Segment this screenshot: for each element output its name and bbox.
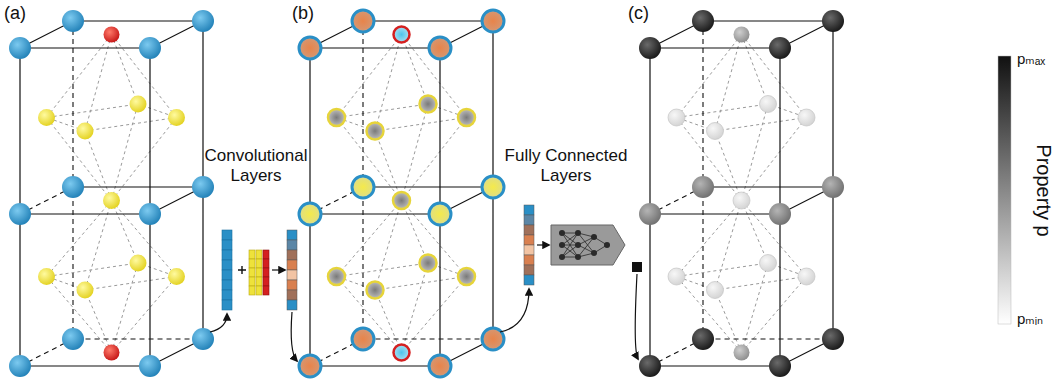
drawing-part <box>222 260 232 270</box>
drawing-part <box>604 242 610 248</box>
scale-label: pₘᵢₙ <box>1017 310 1043 327</box>
drawing-part <box>524 225 534 235</box>
drawing-part <box>287 260 297 270</box>
drawing-part <box>222 230 232 240</box>
drawing-part <box>524 215 534 225</box>
drawing-part <box>249 250 262 295</box>
drawing-part <box>559 230 565 236</box>
drawing-part <box>263 268 269 277</box>
drawing-part <box>591 234 597 240</box>
drawing-part <box>256 268 262 277</box>
drawing-part <box>263 286 269 295</box>
drawing-part <box>256 277 262 286</box>
drawing-part <box>524 275 534 285</box>
drawing-part <box>575 230 581 236</box>
neighbor-vectors <box>249 250 269 295</box>
drawing-part <box>222 240 232 250</box>
drawing-part <box>524 205 534 215</box>
flow-arrow <box>537 244 549 245</box>
drawing-part <box>575 254 581 260</box>
drawing-part <box>287 270 297 280</box>
axis-title: Property p <box>1031 144 1054 236</box>
drawing-part <box>575 242 581 248</box>
scale-label: pₘₐₓ <box>1017 50 1045 67</box>
drawing-part <box>559 254 565 260</box>
pooled-vector <box>524 205 534 285</box>
convolved-crystal <box>299 10 504 377</box>
drawing-part <box>256 259 262 268</box>
drawing-part <box>562 233 607 257</box>
atom-vector <box>222 230 232 310</box>
panel-label: (a) <box>4 3 26 24</box>
drawing-part <box>287 300 297 310</box>
drawing-part <box>559 242 565 248</box>
convolved-vector <box>287 230 297 310</box>
flow-arrow <box>635 274 638 359</box>
drawing-part <box>249 286 255 295</box>
drawing-part <box>263 259 269 268</box>
drawing-part <box>256 286 262 295</box>
flow-arrow <box>210 314 227 332</box>
drawing-part <box>222 250 232 260</box>
property-crystal <box>639 10 844 377</box>
drawing-part <box>222 280 232 290</box>
flow-arrow <box>272 269 285 270</box>
drawing-part <box>287 230 297 240</box>
flow-arrow <box>291 312 297 361</box>
drawing-part <box>524 265 534 275</box>
input-crystal <box>9 10 214 377</box>
drawing-part <box>559 230 610 260</box>
drawing-part <box>287 280 297 290</box>
drawing-part <box>263 250 269 259</box>
output-value <box>632 262 642 272</box>
drawing-part <box>524 255 534 265</box>
drawing-part <box>591 250 597 256</box>
drawing-part <box>524 245 534 255</box>
drawing-part <box>249 277 255 286</box>
flow-arrow <box>500 289 529 332</box>
plus-symbol <box>238 266 246 274</box>
drawing-part <box>287 290 297 300</box>
drawing-part <box>263 250 269 295</box>
drawing-part <box>249 250 255 259</box>
drawing-part <box>287 240 297 250</box>
drawing-part <box>249 268 255 277</box>
network-icon <box>559 230 610 260</box>
network-box <box>551 225 625 265</box>
panel-label: (b) <box>292 3 314 24</box>
drawing-part <box>524 235 534 245</box>
drawing-part <box>222 300 232 310</box>
drawing-part <box>263 277 269 286</box>
drawing-part <box>256 250 262 259</box>
drawing-part <box>287 250 297 260</box>
panel-label: (c) <box>628 3 649 24</box>
step-label: Convolutional Layers <box>204 146 308 185</box>
drawing-part <box>222 270 232 280</box>
drawing-part <box>249 259 255 268</box>
color-bar <box>998 56 1011 324</box>
step-label: Fully Connected Layers <box>502 146 630 185</box>
drawing-part <box>222 290 232 300</box>
